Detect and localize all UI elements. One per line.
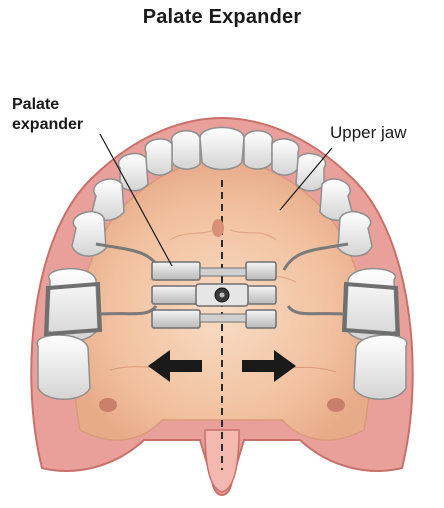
expander-device bbox=[152, 262, 276, 328]
label-upper-jaw: Upper jaw bbox=[330, 123, 407, 143]
label-palate-expander: Palate expander bbox=[12, 95, 132, 135]
